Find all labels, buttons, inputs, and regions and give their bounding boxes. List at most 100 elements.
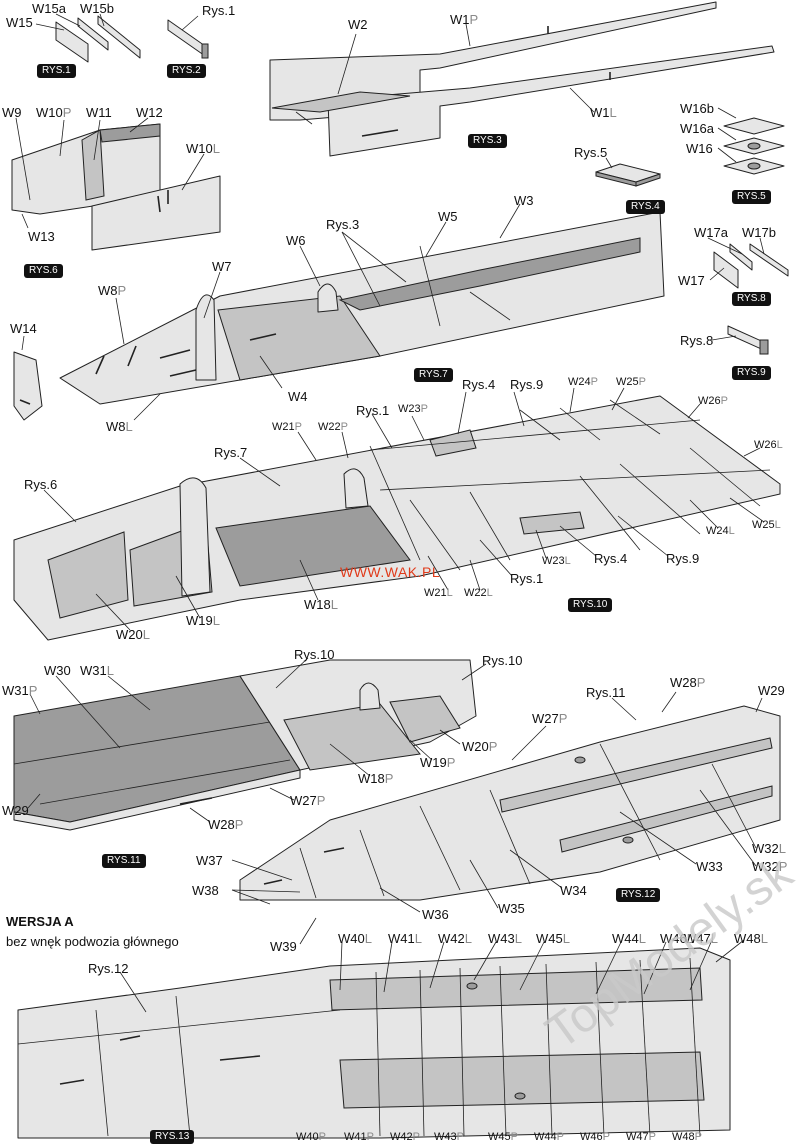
part-label: W43L bbox=[488, 931, 522, 946]
part-label: W19L bbox=[186, 613, 220, 628]
rys2-parts bbox=[167, 19, 209, 59]
rys5-plates bbox=[723, 117, 785, 175]
part-label: W31P bbox=[2, 683, 38, 698]
part-label: W46P bbox=[580, 1131, 610, 1143]
part-label: Rys.5 bbox=[574, 145, 608, 160]
diagram-tag: RYS.11 bbox=[102, 854, 146, 868]
part-label: W10L bbox=[186, 141, 220, 156]
part-label: W16a bbox=[680, 121, 714, 136]
diagram-tag: RYS.9 bbox=[732, 366, 771, 380]
part-label: W11 bbox=[86, 105, 112, 120]
part-label: W46L bbox=[660, 931, 694, 946]
part-label: Rys.4 bbox=[462, 377, 496, 392]
part-label: W19P bbox=[420, 755, 456, 770]
diagram-tag: RYS.5 bbox=[732, 190, 771, 204]
part-label: W1P bbox=[450, 12, 479, 27]
part-label: W20L bbox=[116, 627, 150, 642]
version-subtitle: bez wnęk podwozia głównego bbox=[6, 934, 179, 949]
rys6-box bbox=[11, 123, 221, 251]
diagram-tag: RYS.10 bbox=[568, 598, 613, 612]
part-label: W40P bbox=[296, 1131, 326, 1143]
part-label: W8L bbox=[106, 419, 133, 434]
part-label: W29 bbox=[2, 803, 29, 818]
w14-part bbox=[13, 351, 43, 421]
part-label: W37 bbox=[196, 853, 223, 868]
part-label: W44L bbox=[612, 931, 646, 946]
part-label: Rys.10 bbox=[482, 653, 523, 668]
part-label: Rys.12 bbox=[88, 961, 129, 976]
part-label: W40L bbox=[338, 931, 372, 946]
part-label: W8P bbox=[98, 283, 127, 298]
part-label: W32P bbox=[752, 859, 788, 874]
diagram-tag: RYS.2 bbox=[167, 64, 206, 78]
part-label: W23L bbox=[542, 555, 571, 567]
part-label: Rys.10 bbox=[294, 647, 335, 662]
part-label: W41P bbox=[344, 1131, 374, 1143]
part-label: W24P bbox=[568, 376, 598, 388]
part-label: W10P bbox=[36, 105, 72, 120]
part-label: W3 bbox=[514, 193, 534, 208]
part-label: W18L bbox=[304, 597, 338, 612]
part-label: W28P bbox=[670, 675, 706, 690]
part-label: W42P bbox=[390, 1131, 420, 1143]
part-label: W45P bbox=[488, 1131, 518, 1143]
watermark: WWW.WAK.PL bbox=[340, 564, 441, 580]
part-label: Rys.9 bbox=[510, 377, 544, 392]
part-label: Rys.9 bbox=[666, 551, 700, 566]
part-label: W16 bbox=[686, 141, 713, 156]
part-label: W45L bbox=[536, 931, 570, 946]
part-label: W36 bbox=[422, 907, 449, 922]
part-label: W41L bbox=[388, 931, 422, 946]
part-label: W39 bbox=[270, 939, 297, 954]
part-label: W20P bbox=[462, 739, 498, 754]
part-label: W5 bbox=[438, 209, 458, 224]
part-label: W12 bbox=[136, 105, 163, 120]
part-label: W13 bbox=[28, 229, 55, 244]
part-label: W21L bbox=[424, 587, 453, 599]
part-label: Rys.11 bbox=[586, 685, 626, 700]
version-title: WERSJA A bbox=[6, 914, 74, 929]
part-label: W15b bbox=[80, 1, 114, 16]
part-label: W21P bbox=[272, 421, 302, 433]
rys13-wing bbox=[17, 947, 731, 1139]
part-label: W22L bbox=[464, 587, 493, 599]
part-label: W48P bbox=[672, 1131, 702, 1143]
part-label: W28P bbox=[208, 817, 244, 832]
part-label: W33 bbox=[696, 859, 723, 874]
part-label: W48L bbox=[734, 931, 768, 946]
part-label: W31L bbox=[80, 663, 114, 678]
part-label: W17 bbox=[678, 273, 705, 288]
part-label: Rys.1 bbox=[510, 571, 544, 586]
rys9-part bbox=[727, 325, 769, 355]
part-label: W18P bbox=[358, 771, 394, 786]
part-label: W17a bbox=[694, 225, 728, 240]
part-label: W27P bbox=[532, 711, 568, 726]
rys4-plate bbox=[595, 163, 661, 187]
part-label: W1L bbox=[590, 105, 617, 120]
part-label: W26P bbox=[698, 395, 728, 407]
part-label: Rys.4 bbox=[594, 551, 628, 566]
part-label: W34 bbox=[560, 883, 587, 898]
part-label: Rys.7 bbox=[214, 445, 248, 460]
part-label: Rys.6 bbox=[24, 477, 58, 492]
part-label: W9 bbox=[2, 105, 22, 120]
part-label: W35 bbox=[498, 901, 525, 916]
part-label: W2 bbox=[348, 17, 368, 32]
part-label: W30 bbox=[44, 663, 71, 678]
rys8-parts bbox=[713, 243, 789, 289]
part-label: W26L bbox=[754, 439, 783, 451]
part-label: W25L bbox=[752, 519, 781, 531]
part-label: W25P bbox=[616, 376, 646, 388]
part-label: Rys.1 bbox=[202, 3, 236, 18]
rys1-parts bbox=[55, 15, 141, 63]
diagram-tag: RYS.3 bbox=[468, 134, 507, 148]
rys12-wing bbox=[239, 705, 781, 901]
part-label: W15a bbox=[32, 1, 66, 16]
part-label: W43P bbox=[434, 1131, 464, 1143]
part-label: W32L bbox=[752, 841, 786, 856]
part-label: W7 bbox=[212, 259, 232, 274]
diagram-tag: RYS.12 bbox=[616, 888, 661, 902]
part-label: W16b bbox=[680, 101, 714, 116]
